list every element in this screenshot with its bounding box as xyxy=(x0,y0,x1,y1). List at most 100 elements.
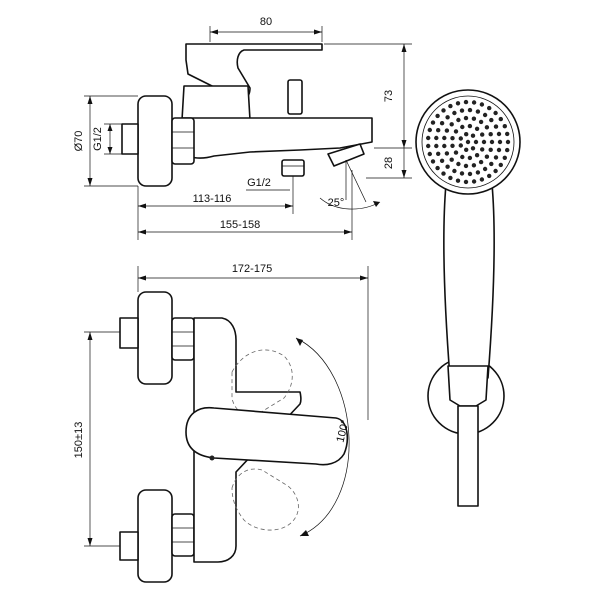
spray-hole xyxy=(430,120,436,125)
spray-hole xyxy=(450,143,455,148)
spray-hole xyxy=(484,154,490,159)
spray-hole xyxy=(482,166,488,172)
hand-shower xyxy=(415,89,521,507)
spray-hole xyxy=(493,110,498,116)
dim-thread-inlet: G1/2 xyxy=(92,127,104,151)
side-view: 80 73 28 Ø70 G1/2 G1/2 xyxy=(73,16,412,240)
spray-hole xyxy=(502,155,507,160)
dim-thread-outlet: G1/2 xyxy=(247,177,271,189)
dim-172-175: 172-175 xyxy=(232,263,272,275)
spray-hole xyxy=(505,131,510,137)
hose-connector xyxy=(281,159,305,177)
spray-hole xyxy=(442,135,447,141)
shower-face xyxy=(421,95,515,189)
hex-nut-bottom xyxy=(171,513,195,557)
spray-hole xyxy=(471,100,477,105)
spray-hole xyxy=(484,125,490,130)
spray-hole xyxy=(493,155,499,160)
spray-hole xyxy=(434,135,439,141)
cartridge-body xyxy=(181,85,251,121)
spray-hole xyxy=(463,99,469,105)
spray-hole xyxy=(479,177,485,182)
spray-hole xyxy=(445,115,450,120)
spray-hole xyxy=(464,132,469,137)
spray-hole xyxy=(449,157,454,162)
spray-hole xyxy=(505,147,510,153)
spray-hole xyxy=(426,135,431,141)
spray-hole xyxy=(460,124,465,130)
spray-hole xyxy=(478,159,484,165)
dim-155-158: 155-158 xyxy=(220,219,260,231)
spray-hole xyxy=(474,153,480,158)
dim-113-116: 113-116 xyxy=(193,193,232,205)
spray-hole xyxy=(475,109,481,114)
spray-hole xyxy=(478,119,484,125)
spray-hole xyxy=(453,150,459,155)
inlet-pipe-bottom xyxy=(119,531,139,561)
spray-hole xyxy=(439,158,445,163)
spray-hole xyxy=(498,162,503,168)
spray-hole xyxy=(450,136,455,141)
wall-flange xyxy=(137,95,173,187)
spray-hole xyxy=(456,161,461,167)
wall-flange-bottom xyxy=(137,489,173,583)
spray-hole xyxy=(441,108,446,113)
spray-hole xyxy=(505,139,511,145)
spray-hole xyxy=(471,179,477,184)
dim-diameter-70: Ø70 xyxy=(73,131,85,152)
spray-hole xyxy=(471,163,477,168)
hex-nut xyxy=(171,117,195,165)
front-view: 172-175 150±13 100° xyxy=(73,263,369,583)
spray-hole xyxy=(435,113,440,119)
spray-hole xyxy=(444,128,450,133)
spray-hole xyxy=(439,121,445,126)
inlet-pipe-top xyxy=(119,317,139,349)
spray-hole xyxy=(452,110,457,116)
spray-hole xyxy=(436,151,441,156)
spray-hole xyxy=(482,112,488,118)
spray-holes xyxy=(426,99,511,185)
spray-hole xyxy=(459,108,465,113)
shower-hose xyxy=(457,405,479,507)
spray-hole xyxy=(489,139,495,145)
wall-flange-top xyxy=(137,291,173,385)
spray-hole xyxy=(467,107,473,113)
spray-hole xyxy=(449,122,454,127)
hex-nut-top xyxy=(171,317,195,361)
lever-range-lower xyxy=(231,468,299,531)
spray-hole xyxy=(463,115,469,121)
spray-hole xyxy=(460,154,465,160)
spray-hole xyxy=(498,116,503,122)
spray-hole xyxy=(475,170,481,175)
lever-handle-front xyxy=(185,406,349,466)
spray-hole xyxy=(488,147,493,152)
spray-hole xyxy=(459,171,465,176)
spray-hole xyxy=(448,175,453,181)
spray-hole xyxy=(487,105,492,111)
shower-handle xyxy=(443,183,495,379)
spray-hole xyxy=(470,146,476,151)
spray-hole xyxy=(496,147,502,153)
dim-73: 73 xyxy=(383,90,395,102)
spray-hole xyxy=(452,168,457,174)
dim-centres-150: 150±13 xyxy=(73,422,85,459)
dim-lever-angle: 100° xyxy=(335,419,352,444)
spray-hole xyxy=(493,168,498,174)
spray-hole xyxy=(470,133,476,138)
spray-hole xyxy=(489,161,494,167)
spray-hole xyxy=(463,163,469,169)
spray-hole xyxy=(496,131,502,137)
spray-hole xyxy=(458,136,463,141)
spray-hole xyxy=(480,147,485,152)
spray-hole xyxy=(465,139,471,145)
spray-hole xyxy=(493,124,499,129)
spray-hole xyxy=(481,139,487,145)
shower-holder xyxy=(447,365,489,407)
spray-hole xyxy=(427,127,432,133)
spray-hole xyxy=(502,124,507,129)
spray-hole xyxy=(480,132,485,137)
spray-hole xyxy=(467,171,473,177)
spray-hole xyxy=(455,101,461,106)
spray-hole xyxy=(435,165,440,171)
